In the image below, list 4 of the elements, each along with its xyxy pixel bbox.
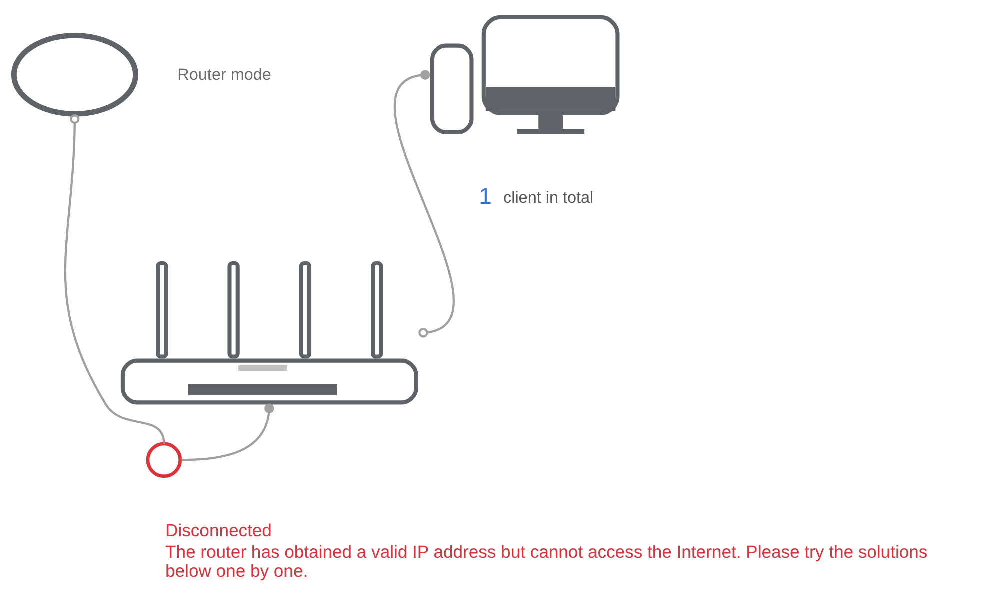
node-label: Disconnected [166, 520, 272, 540]
node-label: 1 client in total [479, 182, 594, 209]
node-label: Router mode [178, 65, 272, 84]
node-label: The router has obtained a valid IP address but cannot access the Internet. Please try the solutions below one by one. [166, 542, 928, 580]
